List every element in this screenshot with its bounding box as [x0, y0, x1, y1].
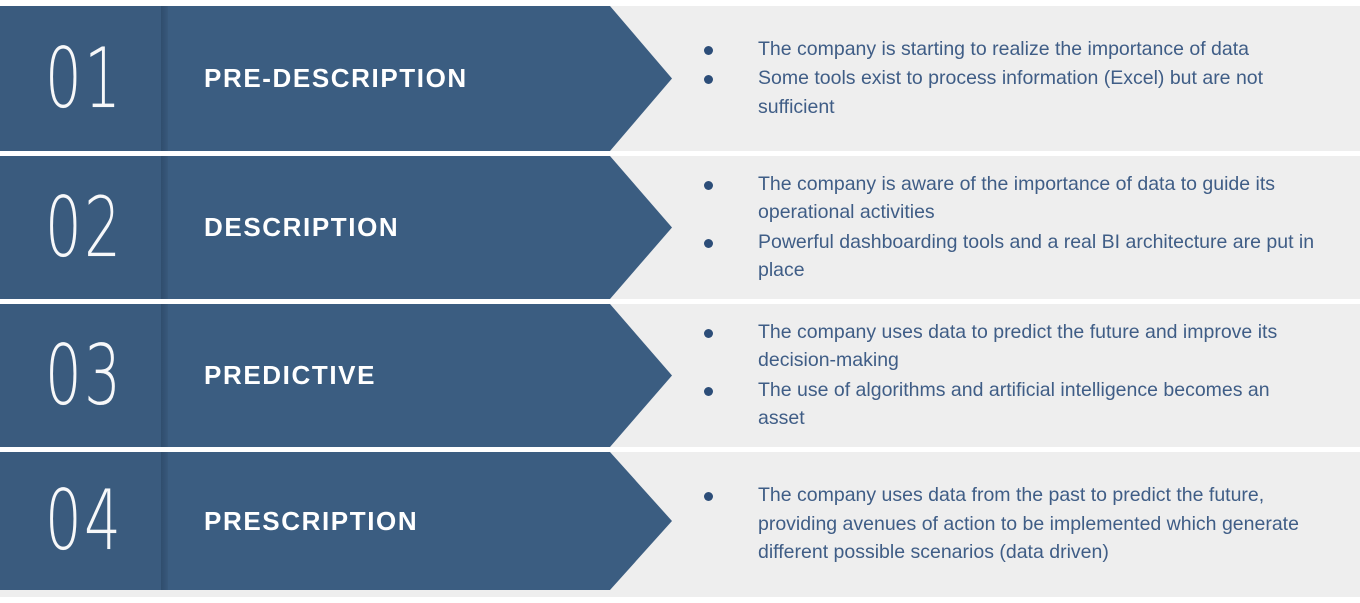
list-item: Some tools exist to process information … — [690, 64, 1320, 121]
step-number-4: 04 — [44, 472, 124, 570]
step-number-block-4: 04 — [0, 452, 168, 590]
bullet-text: The company uses data to predict the fut… — [758, 320, 1278, 372]
list-item: The company is aware of the importance o… — [690, 170, 1320, 227]
step-arrow-2: 02 DESCRIPTION — [0, 156, 672, 299]
bullet-text: Powerful dashboarding tools and a real B… — [758, 230, 1315, 282]
step-number-2: 02 — [44, 179, 124, 276]
step-row-1[interactable]: 01 PRE-DESCRIPTION The company is starti… — [0, 6, 1360, 151]
bullet-dot-icon — [704, 180, 713, 190]
bullet-text: The company is starting to realize the i… — [758, 37, 1250, 60]
bullet-list-1: The company is starting to realize the i… — [690, 35, 1320, 123]
step-label-block-3: PREDICTIVE — [168, 304, 672, 447]
step-label-1: PRE-DESCRIPTION — [204, 63, 468, 93]
bullet-text: Some tools exist to process information … — [758, 67, 1264, 118]
bullet-list-2: The company is aware of the importance o… — [690, 170, 1320, 286]
row-separator-1 — [0, 151, 1360, 156]
bullet-text: The company uses data from the past to p… — [758, 484, 1299, 564]
step-arrow-4: 04 PRESCRIPTION — [0, 452, 672, 590]
bullet-dot-icon — [704, 75, 713, 85]
bullet-text: The company is aware of the importance o… — [758, 172, 1276, 224]
list-item: The company uses data from the past to p… — [690, 481, 1320, 567]
step-content-1: The company is starting to realize the i… — [690, 6, 1360, 151]
bullet-text: The use of algorithms and artificial int… — [758, 378, 1270, 430]
list-item: Powerful dashboarding tools and a real B… — [690, 228, 1320, 285]
step-label-4: PRESCRIPTION — [204, 505, 419, 536]
step-row-4[interactable]: 04 PRESCRIPTION The company uses data fr… — [0, 452, 1360, 590]
step-label-block-1: PRE-DESCRIPTION — [168, 6, 672, 151]
list-item: The company is starting to realize the i… — [690, 35, 1320, 64]
list-item: The use of algorithms and artificial int… — [690, 376, 1320, 433]
step-label-3: PREDICTIVE — [204, 360, 377, 390]
step-content-4: The company uses data from the past to p… — [690, 452, 1360, 597]
step-content-3: The company uses data to predict the fut… — [690, 304, 1360, 447]
bullet-list-3: The company uses data to predict the fut… — [690, 318, 1320, 434]
bullet-list-4: The company uses data from the past to p… — [690, 481, 1320, 568]
step-arrow-1: 01 PRE-DESCRIPTION — [0, 6, 672, 151]
bullet-dot-icon — [704, 492, 713, 502]
step-number-1: 01 — [44, 30, 124, 127]
step-number-block-1: 01 — [0, 6, 168, 151]
list-item: The company uses data to predict the fut… — [690, 318, 1320, 375]
row-separator-3 — [0, 447, 1360, 452]
step-content-2: The company is aware of the importance o… — [690, 156, 1360, 299]
step-number-3: 03 — [44, 327, 124, 424]
row-separator-2 — [0, 299, 1360, 304]
bullet-dot-icon — [704, 238, 713, 248]
step-label-block-4: PRESCRIPTION — [168, 452, 672, 590]
step-label-2: DESCRIPTION — [204, 212, 400, 242]
bullet-dot-icon — [704, 386, 713, 396]
step-row-2[interactable]: 02 DESCRIPTION The company is aware of t… — [0, 156, 1360, 299]
step-number-block-3: 03 — [0, 304, 168, 447]
step-row-3[interactable]: 03 PREDICTIVE The company uses data to p… — [0, 304, 1360, 447]
step-label-block-2: DESCRIPTION — [168, 156, 672, 299]
bullet-dot-icon — [704, 328, 713, 338]
step-arrow-3: 03 PREDICTIVE — [0, 304, 672, 447]
bullet-dot-icon — [704, 45, 713, 55]
step-number-block-2: 02 — [0, 156, 168, 299]
